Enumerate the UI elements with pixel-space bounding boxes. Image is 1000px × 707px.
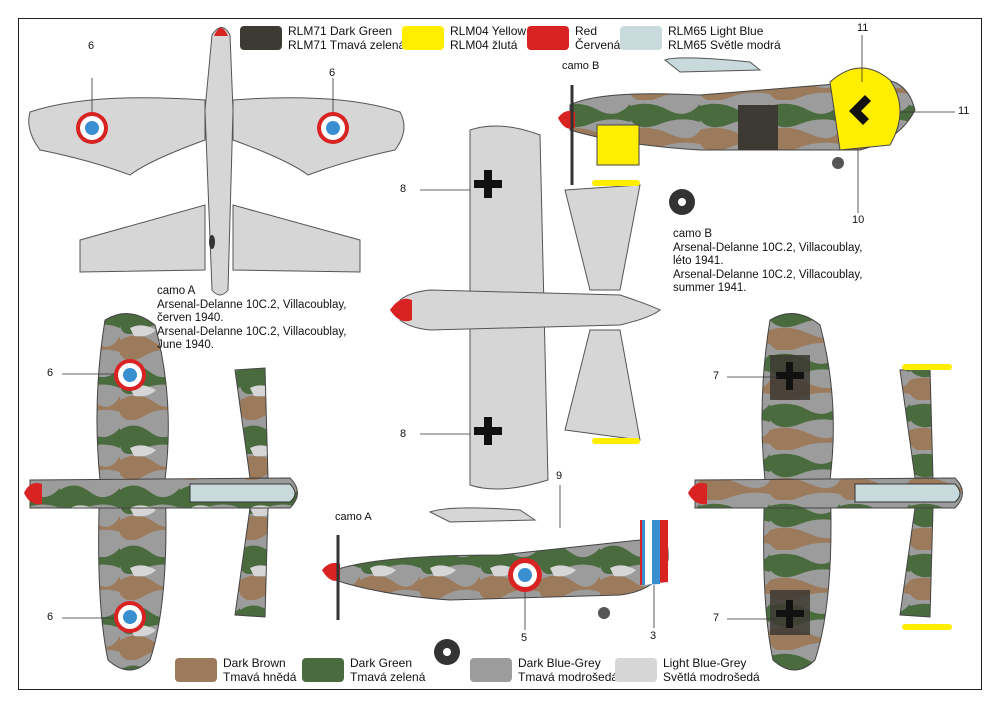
legend-label-cz: Tmavá hnědá — [223, 670, 297, 684]
legend-label: RLM04 Yellow — [450, 24, 527, 38]
label-camo-a-side: camo A — [335, 511, 372, 523]
swatch-dark-green — [302, 658, 344, 682]
swatch-rlm65 — [620, 26, 662, 50]
callout-9: 9 — [556, 470, 563, 482]
callout-6: 6 — [88, 40, 95, 52]
swatch-rlm71 — [240, 26, 282, 50]
callout-11: 11 — [857, 22, 869, 34]
legend-label: Dark Brown — [223, 656, 286, 670]
caption-line: Arsenal-Delanne 10C.2, Villacoublay, — [673, 268, 863, 281]
legend-label: Dark Blue-Grey — [518, 656, 601, 670]
caption-line: Arsenal-Delanne 10C.2, Villacoublay, — [157, 325, 347, 338]
callout-7: 7 — [713, 370, 720, 382]
side-view-camo-b — [558, 35, 955, 215]
caption-camo: camo B — [673, 228, 712, 240]
caption-camo: camo A — [157, 285, 196, 297]
caption-line: červen 1940. — [157, 312, 224, 324]
caption-line: summer 1941. — [673, 282, 747, 294]
top-view-camo-b — [688, 313, 963, 671]
legend-label-cz: RLM71 Tmavá zelená — [288, 38, 406, 52]
side-view-camo-a — [322, 485, 669, 665]
callout-6: 6 — [47, 611, 54, 623]
drawing-frame — [18, 18, 982, 690]
caption-camo-a: camo A Arsenal-Delanne 10C.2, Villacoubl… — [157, 285, 346, 353]
caption-line: léto 1941. — [673, 255, 724, 267]
legend-label: Light Blue-Grey — [663, 656, 747, 670]
swatch-dark-brown — [175, 658, 217, 682]
legend-label-cz: Tmavá modrošedá — [518, 670, 619, 684]
callout-6: 6 — [47, 367, 54, 379]
callout-3: 3 — [650, 630, 657, 642]
callout-5: 5 — [521, 632, 528, 644]
legend-label: RLM71 Dark Green — [288, 24, 393, 38]
caption-line: Arsenal-Delanne 10C.2, Villacoublay, — [673, 241, 863, 254]
caption-camo-b: camo B Arsenal-Delanne 10C.2, Villacoubl… — [673, 228, 862, 296]
legend-label: Dark Green — [350, 656, 413, 670]
top-view-camo-a — [24, 313, 298, 671]
caption-line: June 1940. — [157, 339, 214, 351]
legend-label-cz: RLM04 žlutá — [450, 38, 518, 52]
callout-6: 6 — [329, 67, 336, 79]
swatch-dark-blue-grey — [470, 658, 512, 682]
label-camo-b-side: camo B — [562, 60, 600, 72]
legend-label-cz: Světlá modrošedá — [663, 670, 760, 684]
legend-label: RLM65 Light Blue — [668, 24, 764, 38]
legend-label-cz: RLM65 Světle modrá — [668, 38, 781, 52]
swatch-rlm04 — [402, 26, 444, 50]
callout-11: 11 — [958, 105, 970, 117]
legend-label-cz: Červená — [575, 38, 621, 52]
legend-label-cz: Tmavá zelená — [350, 670, 426, 684]
swatch-light-blue-grey — [615, 658, 657, 682]
caption-line: Arsenal-Delanne 10C.2, Villacoublay, — [157, 298, 347, 311]
callout-8: 8 — [400, 428, 407, 440]
callout-7: 7 — [713, 612, 720, 624]
underside-view-camo-a — [28, 27, 405, 296]
legend-label: Red — [575, 24, 598, 38]
swatch-red — [527, 26, 569, 50]
underside-view-camo-b — [390, 125, 661, 490]
callout-10: 10 — [852, 214, 865, 226]
callout-8: 8 — [400, 183, 407, 195]
